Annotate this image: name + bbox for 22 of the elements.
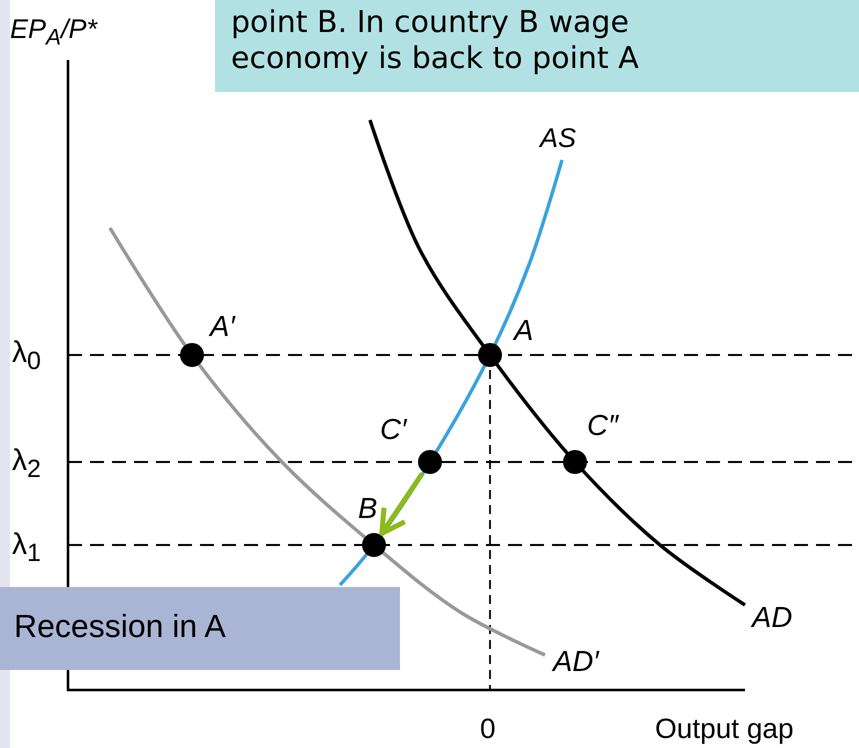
- axis-value-label: λ$_{2}$: [12, 446, 41, 482]
- point-marker: [563, 450, 587, 474]
- point-label: A: [514, 317, 534, 346]
- point-marker: [180, 343, 204, 367]
- point-marker: [362, 533, 386, 557]
- curve-label: AD: [752, 604, 792, 633]
- point-label: C″: [587, 412, 618, 441]
- point-label: A′: [210, 313, 235, 342]
- callout-box: Recession in A: [0, 587, 400, 670]
- note-box: point B. In country B wage economy is back to point A: [215, 0, 859, 92]
- point-label: B: [358, 495, 378, 524]
- curve-label: AD′: [553, 648, 599, 677]
- point-label: C′: [380, 416, 406, 445]
- curve-label: AS: [540, 125, 576, 152]
- axis-label: EP$_{A}$/P*: [10, 16, 98, 49]
- axis-value-label: λ$_{0}$: [12, 338, 41, 374]
- axis-value-label: 0: [480, 715, 496, 743]
- point-marker: [418, 450, 442, 474]
- axis-title: Output gap: [655, 715, 794, 743]
- point-marker: [478, 343, 502, 367]
- arrow: [379, 472, 424, 536]
- axis-value-label: λ$_{1}$: [12, 530, 41, 566]
